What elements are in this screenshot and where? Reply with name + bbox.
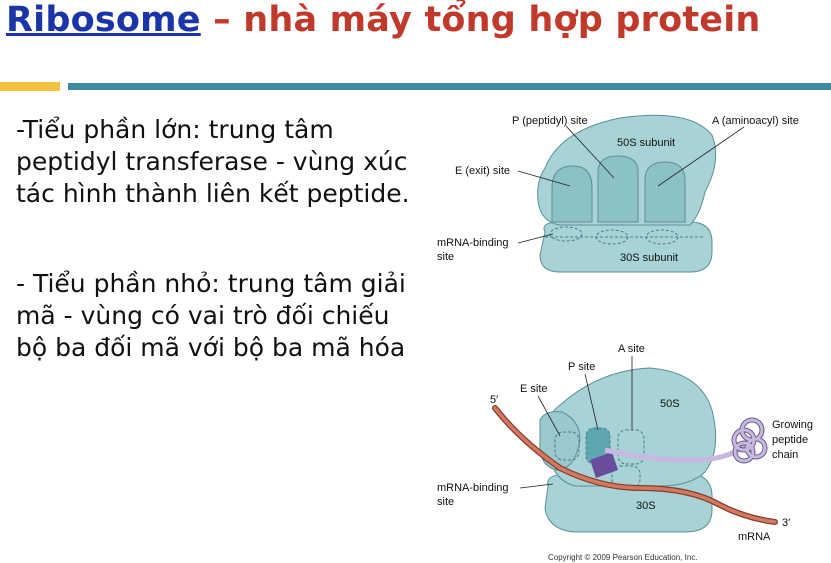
peptide-coil-inner (732, 418, 767, 463)
bottom-e-site-label: E site (520, 383, 548, 395)
top-e-site-label: E (exit) site (455, 165, 510, 177)
top-30s-label: 30S subunit (620, 252, 678, 264)
slide-title: Ribosome – nhà máy tổng hợp protein (6, 0, 761, 40)
top-mrna-binding-label-1: mRNA-binding (437, 237, 509, 249)
paragraph-large-subunit: -Tiểu phần lớn: trung tâm peptidyl trans… (16, 114, 436, 210)
p1-line-2: peptidyl transferase - vùng xúc (16, 147, 408, 176)
bottom-ribosome: A site P site E site 5′ 50S Growing pept… (437, 343, 813, 543)
p2-line-1: - Tiểu phần nhỏ: trung tâm giải (16, 269, 406, 298)
top-50s-label: 50S subunit (617, 137, 675, 149)
bottom-e-lobe (539, 411, 581, 471)
title-rest: – nhà máy tổng hợp protein (200, 0, 761, 40)
top-p-tunnel (597, 155, 639, 223)
mrna-label: mRNA (738, 531, 771, 543)
bottom-a-site-label: A site (618, 343, 645, 355)
top-p-site-label: P (peptidyl) site (512, 115, 588, 127)
p1-line-3: tác hình thành liên kết peptide. (16, 179, 410, 208)
five-prime-label: 5′ (490, 394, 498, 406)
growing-label-1: Growing (772, 419, 813, 431)
accent-bar-teal (68, 83, 831, 90)
title-keyword: Ribosome (6, 0, 201, 40)
bottom-50s-label: 50S (660, 398, 680, 410)
bottom-p-site-label: P site (568, 361, 595, 373)
top-ribosome: P (peptidyl) site A (aminoacyl) site 50S… (437, 114, 799, 273)
top-30s-subunit (539, 221, 713, 273)
accent-bar-gold (0, 82, 60, 91)
three-prime-label: 3′ (782, 517, 790, 529)
growing-label-3: chain (772, 449, 798, 461)
bottom-mrna-binding-label-2: site (437, 496, 454, 508)
bottom-mrna-binding-label-1: mRNA-binding (437, 482, 509, 494)
top-e-tunnel (551, 165, 593, 223)
paragraph-small-subunit: - Tiểu phần nhỏ: trung tâm giải mã - vùn… (16, 268, 436, 364)
growing-label-2: peptide (772, 434, 808, 446)
top-a-site-label: A (aminoacyl) site (712, 115, 799, 127)
top-a-tunnel (644, 161, 686, 223)
trna-shape (590, 452, 618, 478)
copyright-text: Copyright © 2009 Pearson Education, Inc. (548, 553, 698, 562)
p2-line-2: mã - vùng có vai trò đối chiếu (16, 301, 390, 330)
top-mrna-binding-label-2: site (437, 251, 454, 263)
p2-line-3: bộ ba đối mã với bộ ba mã hóa (16, 333, 406, 362)
p1-line-1: -Tiểu phần lớn: trung tâm (16, 115, 334, 144)
bottom-30s-label: 30S (636, 500, 656, 512)
